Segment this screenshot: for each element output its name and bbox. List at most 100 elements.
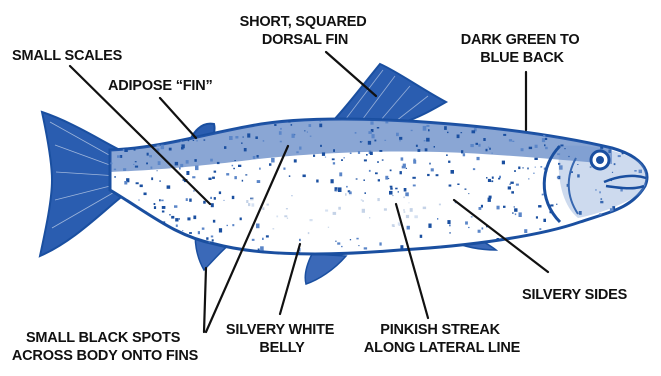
speckle	[171, 216, 174, 219]
speckle	[124, 149, 128, 152]
speckle	[512, 212, 514, 213]
speckle	[120, 145, 124, 147]
speckle	[514, 170, 516, 172]
speckle	[167, 185, 171, 188]
speckle	[556, 204, 557, 205]
leader-adipose-fin	[160, 98, 196, 138]
label-adipose-fin: ADIPOSE “FIN”	[108, 78, 213, 94]
speckle	[291, 124, 293, 126]
speckle	[449, 185, 452, 187]
speckle	[411, 130, 413, 131]
speckle	[241, 143, 243, 144]
speckle	[446, 154, 448, 156]
speckle	[614, 219, 616, 221]
speckle	[217, 162, 220, 164]
speckle	[208, 178, 211, 180]
speckle	[384, 140, 386, 141]
speckle	[161, 200, 163, 202]
speckle	[538, 205, 541, 207]
speckle	[355, 132, 357, 134]
speckle	[365, 192, 366, 194]
tail-fin	[40, 112, 120, 256]
speckle	[350, 153, 352, 154]
speckle	[337, 242, 340, 244]
speckle	[630, 152, 631, 153]
speckle	[499, 176, 501, 178]
speckle	[192, 176, 195, 178]
speckle	[279, 131, 282, 135]
speckle	[219, 228, 222, 232]
speckle	[356, 178, 358, 179]
speckle	[227, 225, 229, 226]
speckle	[147, 129, 150, 132]
speckle	[461, 150, 463, 153]
speckle	[514, 208, 517, 212]
speckle	[447, 220, 450, 224]
speckle	[491, 153, 493, 154]
speckle	[628, 210, 631, 213]
speckle	[339, 172, 342, 176]
speckle	[186, 171, 189, 175]
speckle	[510, 184, 511, 185]
speckle	[235, 136, 238, 139]
speckle	[132, 207, 134, 209]
speckle	[400, 171, 402, 174]
speckle	[482, 227, 484, 229]
speckle	[497, 238, 500, 240]
speckle	[370, 121, 373, 124]
speckle	[483, 138, 485, 141]
speckle	[145, 244, 149, 247]
leader-spots-1	[204, 268, 206, 332]
speckle	[296, 151, 298, 153]
speckle	[209, 241, 210, 243]
speckle	[299, 239, 301, 241]
speckle	[176, 225, 178, 227]
speckle	[427, 174, 430, 176]
speckle	[262, 238, 264, 240]
speckle	[544, 144, 546, 146]
speckle	[479, 207, 482, 210]
pelvic-fin	[305, 254, 346, 284]
speckle	[257, 180, 261, 183]
speckle	[193, 216, 196, 220]
speckle	[194, 159, 196, 162]
speckle	[426, 125, 429, 127]
speckle	[542, 138, 545, 142]
speckle	[521, 148, 524, 151]
speckle	[335, 241, 336, 242]
speckle	[390, 188, 393, 190]
speckle	[503, 206, 506, 208]
speckle	[498, 178, 500, 180]
speckle	[420, 235, 423, 238]
speckle	[333, 149, 335, 152]
speckle	[133, 212, 135, 215]
speckle	[114, 176, 116, 177]
speckle	[649, 150, 651, 153]
speckle	[633, 132, 634, 133]
speckle	[557, 177, 559, 179]
speckle	[535, 167, 536, 168]
speckle	[385, 176, 388, 180]
speckle	[429, 163, 430, 165]
speckle	[398, 191, 399, 192]
speckle	[377, 127, 379, 129]
speckle	[502, 161, 505, 165]
speckle	[468, 193, 469, 194]
speckle	[407, 226, 410, 230]
speckle	[535, 145, 538, 148]
speckle	[332, 158, 335, 160]
speckle	[524, 229, 527, 233]
speckle	[364, 159, 367, 161]
speckle	[159, 199, 161, 201]
speckle	[338, 187, 342, 192]
label-back: DARK GREEN TO BLUE BACK	[461, 32, 584, 66]
speckle	[642, 202, 645, 206]
speckle	[280, 128, 282, 130]
speckle	[552, 253, 554, 255]
speckle	[238, 165, 241, 167]
speckle	[517, 123, 520, 125]
speckle	[436, 174, 439, 176]
speckle	[169, 148, 172, 151]
speckle	[449, 232, 450, 233]
